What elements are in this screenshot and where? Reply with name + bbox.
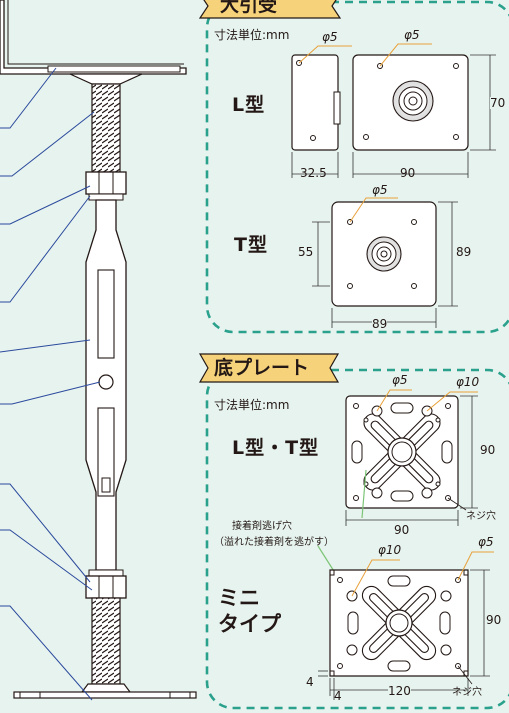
- lt-dim-bottom: 90: [394, 523, 410, 537]
- mini-base-plate-view: [329, 569, 469, 677]
- l-type-dim-height: 70: [490, 96, 506, 110]
- upper-thread: [91, 83, 121, 173]
- mini-screw-leader: [457, 665, 473, 685]
- t-type-dim-right: 89: [456, 245, 472, 259]
- mini-screw-hole-label: ネジ穴: [452, 687, 482, 698]
- lt-hole-label-large: φ10: [456, 375, 480, 389]
- section-tag-top: 大引受: [220, 0, 278, 16]
- lt-base-plate-view: [345, 395, 459, 509]
- l-type-side-view: [291, 54, 341, 151]
- l-type-plate-view: [352, 54, 469, 151]
- lt-hole-label-small: φ5: [392, 373, 408, 387]
- frame-top: [205, 0, 509, 334]
- callout-leaders: [0, 67, 101, 701]
- frame-bottom: [205, 368, 509, 710]
- t-type-dim-bottom: 89: [372, 317, 388, 331]
- mini-type-title-line1: ミニ: [218, 586, 260, 610]
- t-type-dim-left: 55: [298, 245, 314, 259]
- l-type-dim-side-width: 32.5: [300, 166, 327, 180]
- t-type-hole-leader: [349, 197, 398, 223]
- l-type-title: L型: [232, 94, 266, 116]
- mini-dim-corner-h: 4: [306, 675, 314, 689]
- l-type-hole-label-right: φ5: [404, 28, 420, 42]
- lt-dim-right: 90: [480, 443, 496, 457]
- lt-base-hole-leaders: [376, 389, 478, 412]
- lt-type-title: L型・T型: [232, 437, 320, 459]
- tag-top-ribbon: [198, 0, 342, 19]
- l-type-hole-label-left: φ5: [322, 30, 338, 44]
- turnbuckle-body: [85, 199, 127, 571]
- upper-nut: [85, 171, 127, 201]
- section-tag-bottom: 底プレート: [214, 357, 310, 379]
- base-plate: [13, 683, 197, 699]
- adhesive-note-line1: 接着剤逃げ穴: [232, 521, 292, 532]
- adhesive-note-line2: （溢れた接着剤を逃がす）: [214, 537, 334, 548]
- mini-hole-label-small: φ5: [478, 535, 494, 549]
- unit-label-bottom: 寸法単位:mm: [214, 398, 290, 412]
- support-post: [0, 0, 197, 699]
- mini-dim-right: 90: [486, 613, 502, 627]
- mini-hole-leaders: [351, 551, 494, 597]
- mini-dim-corner-v: 4: [334, 689, 342, 703]
- l-type-dim-plate-width: 90: [400, 166, 416, 180]
- t-type-plate-view: [331, 201, 437, 307]
- t-type-hole-label: φ5: [372, 183, 388, 197]
- lower-nut: [85, 569, 127, 599]
- mini-type-title-line2: タイプ: [218, 612, 281, 636]
- lt-screw-leader: [447, 497, 467, 511]
- lt-screw-hole-label: ネジ穴: [466, 511, 496, 522]
- unit-label-top: 寸法単位:mm: [214, 28, 290, 42]
- t-type-title: T型: [234, 234, 268, 256]
- mini-hole-label-large: φ10: [378, 543, 402, 557]
- lower-thread: [91, 597, 121, 685]
- top-bracket: [0, 0, 187, 85]
- lt-base-dimensions: [345, 395, 478, 526]
- mini-dim-bottom: 120: [388, 684, 411, 698]
- t-type-dimensions: [312, 201, 458, 328]
- tag-bottom-ribbon: [198, 353, 340, 383]
- l-type-hole-leaders: [298, 43, 432, 67]
